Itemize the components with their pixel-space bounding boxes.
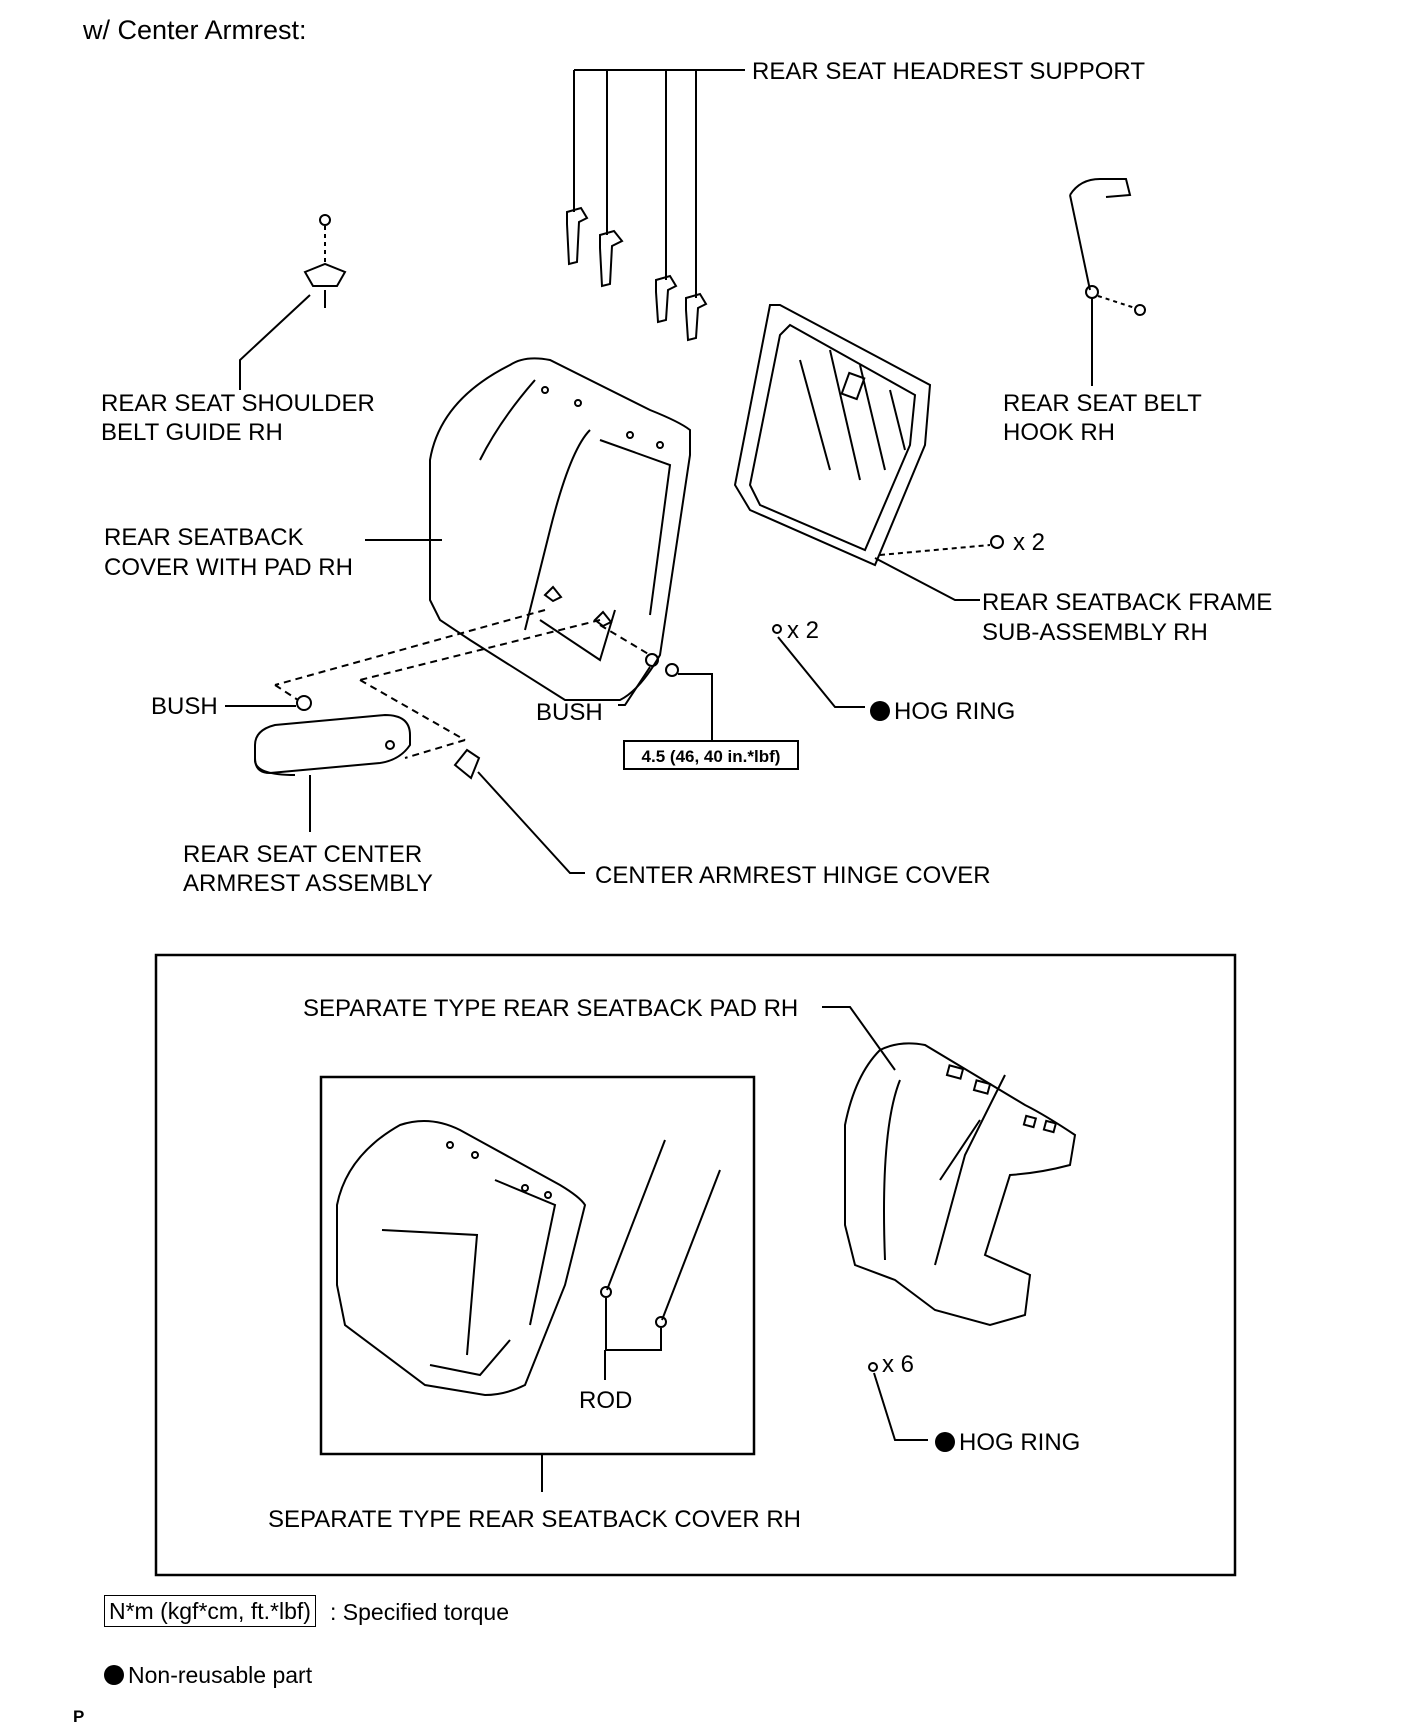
inset-seatback-pad [822, 1006, 1077, 1327]
inset-label-pad: SEPARATE TYPE REAR SEATBACK PAD RH [303, 995, 799, 1022]
inset-label-hog-ring-text: HOG RING [959, 1429, 1081, 1456]
label-hog-ring-count: x 2 [787, 617, 820, 644]
non-reusable-dot-icon [870, 701, 890, 721]
seatback-cover-part [365, 357, 691, 701]
label-hog-ring: HOG RING [870, 697, 1015, 727]
torque-value-box: 4.5 (46, 40 in.*lbf) [623, 740, 799, 770]
label-armrest-2: ARMREST ASSEMBLY [183, 870, 433, 897]
label-hinge-cover: CENTER ARMREST HINGE COVER [595, 862, 991, 889]
assembly-dashed-lines [274, 609, 651, 759]
page-title: w/ Center Armrest: [83, 15, 307, 45]
shoulder-belt-guide-part [239, 214, 347, 390]
hog-ring-leader [772, 624, 865, 708]
legend-non-reusable: Non-reusable part [104, 1660, 312, 1690]
headrest-support-parts [566, 206, 708, 342]
inset-hog-ring-leader [868, 1362, 928, 1441]
label-seatback-cover-1: REAR SEATBACK [104, 524, 304, 551]
label-bush-right: BUSH [536, 699, 603, 726]
inset-label-hog-ring: HOG RING [935, 1428, 1080, 1458]
inset-label-hog-ring-count: x 6 [882, 1351, 915, 1378]
inset-seatback-cover [336, 1120, 587, 1397]
headrest-support-leader [573, 69, 745, 298]
seatback-frame-part [733, 304, 1004, 601]
armrest-part [254, 713, 411, 832]
hinge-cover-part [453, 748, 585, 874]
label-bush-left: BUSH [151, 693, 218, 720]
label-hog-ring-text: HOG RING [894, 698, 1016, 725]
non-reusable-dot-icon [935, 1432, 955, 1452]
bush-parts [225, 653, 713, 740]
inset-label-cover: SEPARATE TYPE REAR SEATBACK COVER RH [268, 1506, 802, 1533]
inset-cover-frame [319, 1075, 756, 1456]
footer-code: P [73, 1707, 85, 1726]
label-shoulder-belt-guide-1: REAR SEAT SHOULDER [101, 390, 375, 417]
label-seatback-cover-2: COVER WITH PAD RH [104, 554, 353, 581]
label-frame-2: SUB-ASSEMBLY RH [982, 619, 1208, 646]
belt-hook-part [1069, 178, 1146, 386]
label-headrest-support: REAR SEAT HEADREST SUPPORT [752, 58, 1145, 85]
rod-parts [600, 1139, 721, 1380]
legend-torque-desc: : Specified torque [330, 1599, 510, 1625]
label-frame-count: x 2 [1013, 529, 1046, 556]
inset-label-rod: ROD [579, 1387, 633, 1414]
label-armrest-1: REAR SEAT CENTER [183, 841, 423, 868]
label-belt-hook-1: REAR SEAT BELT [1003, 390, 1202, 417]
label-frame-1: REAR SEATBACK FRAME [982, 589, 1273, 616]
label-shoulder-belt-guide-2: BELT GUIDE RH [101, 419, 283, 446]
inset-frame [154, 953, 1237, 1577]
legend-non-reusable-text: Non-reusable part [128, 1662, 313, 1688]
non-reusable-dot-icon [104, 1665, 124, 1685]
legend-torque-unit: N*m (kgf*cm, ft.*lbf) [104, 1595, 316, 1627]
label-belt-hook-2: HOOK RH [1003, 419, 1116, 446]
